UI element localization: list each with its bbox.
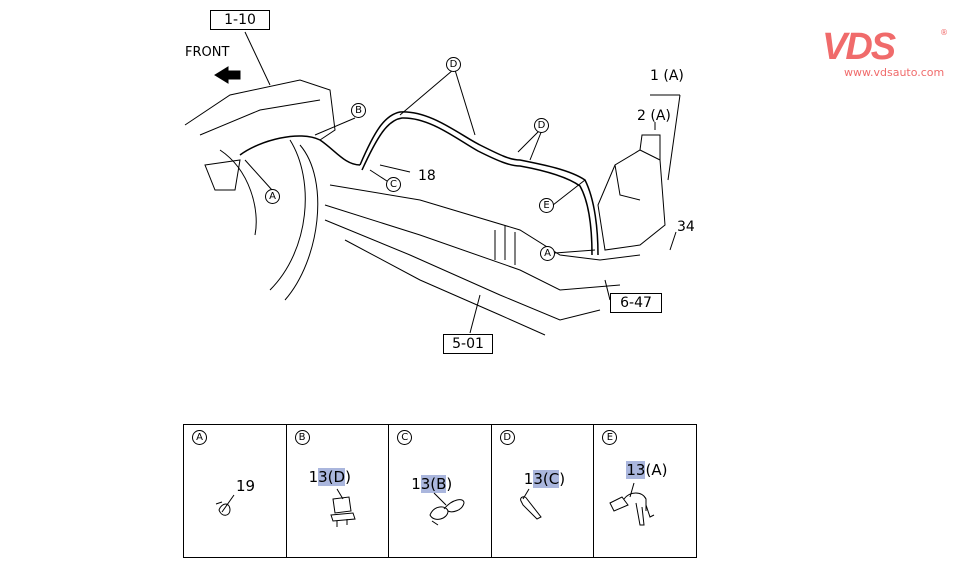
circle-label-d: D — [446, 57, 461, 72]
clip-13d-icon — [329, 488, 356, 527]
leader-lines — [244, 31, 681, 334]
logo-mark: VDS — [822, 26, 896, 68]
ref-box-5-01[interactable]: 5-01 — [443, 334, 493, 354]
logo-url: www.vdsauto.com — [844, 66, 945, 79]
clip-legend: A 19 B 13(D) C 13(B) D 13(C) E 13(A) — [183, 424, 697, 558]
callout-1a: 1 (A) — [650, 68, 684, 84]
clip-19-icon — [215, 494, 235, 516]
legend-cell-b: B 13(D) — [287, 425, 390, 557]
front-arrow-icon — [214, 66, 241, 84]
front-label: FRONT — [185, 45, 230, 60]
callout-34: 34 — [677, 219, 695, 235]
clip-13a-icon — [609, 482, 655, 526]
circle-label-c: C — [386, 177, 401, 192]
ref-box-1-10[interactable]: 1-10 — [210, 10, 270, 30]
circle-label-e: E — [539, 198, 554, 213]
parts-diagram — [184, 31, 681, 336]
legend-key: D — [499, 430, 515, 445]
washer-tank — [597, 134, 666, 251]
callout-2a: 2 (A) — [637, 108, 671, 124]
legend-cell-e: E 13(A) — [594, 425, 696, 557]
clip-13c-icon — [519, 488, 542, 520]
callout-18: 18 — [418, 168, 436, 184]
frame-outline — [184, 79, 641, 336]
part-number: 13(A) — [626, 461, 668, 479]
legend-cell-d: D 13(C) — [492, 425, 595, 557]
circle-label-a: A — [540, 246, 555, 261]
legend-key: E — [602, 430, 618, 445]
part-number: 13(C) — [523, 470, 566, 488]
vds-logo: VDS ® www.vdsauto.com — [822, 26, 948, 79]
circle-label-b: B — [351, 103, 366, 118]
circle-label-a: A — [265, 189, 280, 204]
legend-key: B — [294, 430, 310, 445]
legend-cell-c: C 13(B) — [389, 425, 492, 557]
part-number: 13(B) — [411, 475, 453, 493]
clip-13b-icon — [429, 492, 465, 526]
part-number: 19 — [236, 477, 256, 495]
registered-mark: ® — [940, 28, 948, 37]
legend-key: A — [192, 430, 207, 445]
ref-box-6-47[interactable]: 6-47 — [610, 293, 662, 313]
legend-cell-a: A 19 — [184, 425, 287, 557]
part-number: 13(D) — [308, 468, 351, 486]
circle-label-d: D — [534, 118, 549, 133]
legend-key: C — [397, 430, 413, 445]
washer-hose — [239, 111, 599, 256]
